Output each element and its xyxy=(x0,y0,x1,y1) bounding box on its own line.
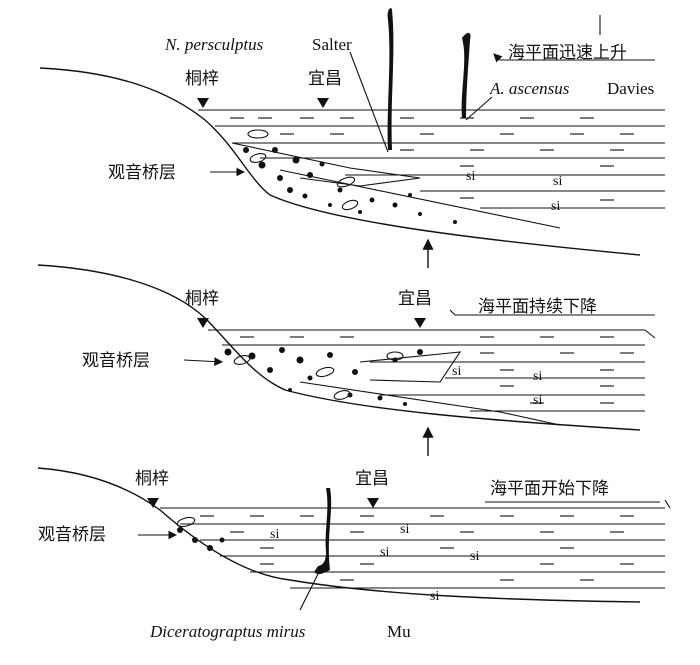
dashes xyxy=(240,336,634,404)
sea-level-tick xyxy=(664,499,671,509)
leader-line-1 xyxy=(349,51,389,153)
tongzi-label: 桐梓 xyxy=(135,469,169,489)
fossil1-author: Salter xyxy=(312,35,352,54)
panel-middle: 桐梓 宜昌 观音桥层 海平面持续下降 si si si xyxy=(37,264,656,431)
tongzi-marker-icon xyxy=(147,498,159,508)
basin-profile xyxy=(39,67,641,256)
tongzi-marker-icon xyxy=(197,318,209,328)
si-label: si xyxy=(452,364,461,379)
yichang-label: 宜昌 xyxy=(398,289,432,309)
formation-label: 观音桥层 xyxy=(38,525,106,545)
gravel-dots xyxy=(177,527,225,551)
sea-level-label: 海平面持续下降 xyxy=(478,297,597,317)
formation-pointer xyxy=(183,357,224,366)
si-label: si xyxy=(270,527,279,542)
shell-ovals xyxy=(176,516,196,528)
strata-lines xyxy=(180,523,665,589)
graptolite-diceratograptus xyxy=(314,488,332,575)
gravel-dots xyxy=(224,347,423,406)
yichang-label: 宜昌 xyxy=(355,469,389,489)
si-label: si xyxy=(553,174,562,189)
panel-bottom: 桐梓 宜昌 观音桥层 海平面开始下降 Diceratograptus mirus… xyxy=(37,467,671,641)
fossil-name: Diceratograptus mirus xyxy=(149,622,306,641)
leader-line-2 xyxy=(465,96,493,121)
gravel-dots xyxy=(243,147,457,224)
tongzi-marker-icon xyxy=(197,98,209,108)
sea-level-label: 海平面迅速上升 xyxy=(508,43,627,63)
yichang-marker-icon xyxy=(317,98,329,108)
formation-label: 观音桥层 xyxy=(82,351,150,371)
fossil2-author: Davies xyxy=(607,79,654,98)
dashes xyxy=(200,515,634,581)
si-label: si xyxy=(470,549,479,564)
si-label: si xyxy=(380,545,389,560)
formation-label: 观音桥层 xyxy=(108,163,176,183)
si-label: si xyxy=(466,169,475,184)
fossil1-name: N. persculptus xyxy=(164,35,264,54)
tongzi-label: 桐梓 xyxy=(185,69,219,89)
graptolite-n-persculptus xyxy=(387,8,394,150)
si-label: si xyxy=(400,522,409,537)
si-label: si xyxy=(430,589,439,604)
tongzi-label: 桐梓 xyxy=(185,289,219,309)
si-label: si xyxy=(533,369,542,384)
shell-ovals xyxy=(247,129,359,211)
yichang-marker-icon xyxy=(367,498,379,508)
yichang-label: 宜昌 xyxy=(308,69,342,89)
dashes xyxy=(230,117,634,201)
shell-ovals xyxy=(233,351,404,400)
sea-level-arrow xyxy=(493,53,655,63)
si-label: si xyxy=(551,199,560,214)
lens-outline xyxy=(231,142,421,187)
strata-lines xyxy=(222,344,645,426)
basin-profile xyxy=(37,264,641,431)
panel-top: 桐梓 宜昌 观音桥层 海平面迅速上升 N. persculptus Salter… xyxy=(39,8,665,256)
leader-line-3 xyxy=(299,573,319,611)
yichang-marker-icon xyxy=(414,318,426,328)
sea-level-tick xyxy=(644,329,656,339)
fossil2-name: A. ascensus xyxy=(489,79,570,98)
sea-level-label: 海平面开始下降 xyxy=(490,479,609,499)
basin-profile xyxy=(37,467,641,603)
graptolite-a-ascensus xyxy=(461,32,471,118)
sea-level-underline xyxy=(449,309,655,316)
si-label: si xyxy=(533,393,542,408)
fossil-author: Mu xyxy=(387,622,411,641)
